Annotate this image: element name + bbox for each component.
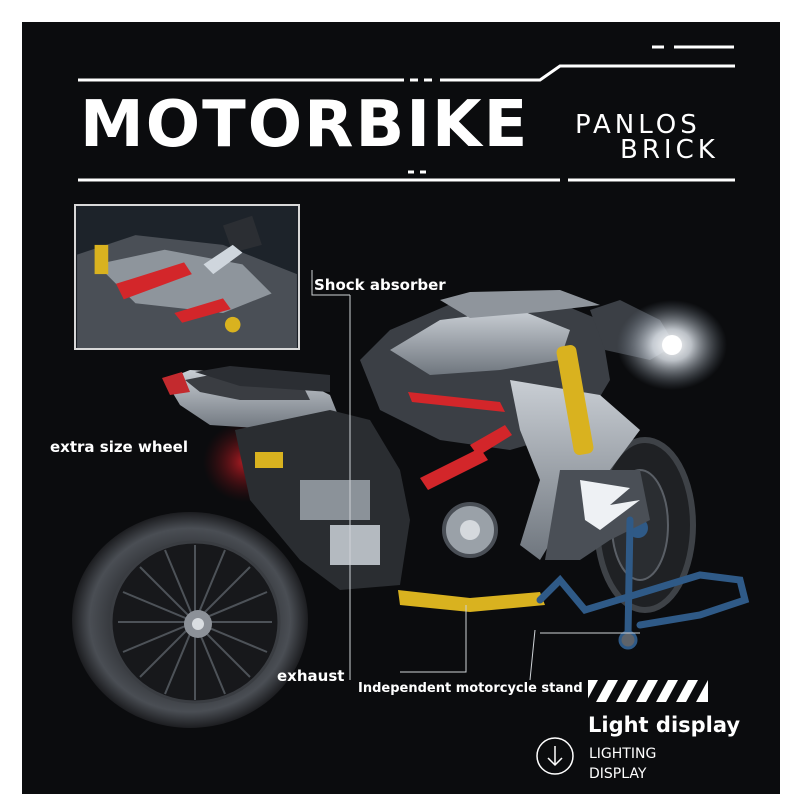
detail-inset-image	[74, 204, 300, 350]
shock-absorber-label: Shock absorber	[314, 276, 446, 294]
callout-lines	[311, 270, 640, 681]
motorcycle-stand	[536, 516, 750, 650]
page-title: MOTORBIKE	[80, 88, 530, 162]
hazard-stripes	[586, 680, 708, 702]
display-label: DISPLAY	[589, 766, 647, 782]
exhaust-label: exhaust	[277, 667, 345, 685]
extra-size-wheel-label: extra size wheel	[50, 438, 188, 456]
lighting-label: LIGHTING	[589, 746, 657, 762]
motorbike-body	[162, 290, 675, 612]
independent-stand-label: Independent motorcycle stand	[358, 681, 583, 696]
rear-wheel	[72, 512, 308, 728]
brand-line-1: PANLOS	[575, 110, 701, 140]
brand-line-2: BRICK	[620, 135, 719, 165]
header-lines	[78, 45, 735, 182]
down-arrow-icon	[536, 737, 574, 775]
light-display-heading: Light display	[588, 713, 741, 737]
